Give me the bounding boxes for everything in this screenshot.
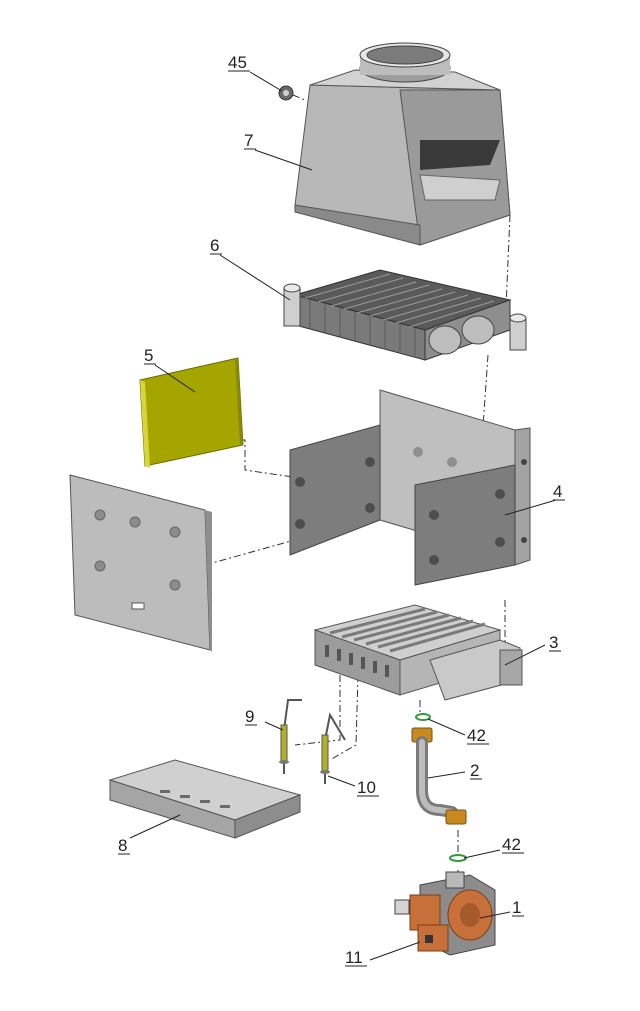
flue-sensor xyxy=(278,85,306,101)
o-ring-lower xyxy=(449,854,467,862)
label-42-lower: 42 xyxy=(502,835,521,854)
label-6: 6 xyxy=(210,236,219,255)
base-tray xyxy=(108,759,302,839)
gas-supply-pipe xyxy=(411,727,467,825)
combustion-chamber xyxy=(289,389,531,586)
label-9: 9 xyxy=(245,707,254,726)
label-5: 5 xyxy=(144,346,153,365)
heat-exchanger xyxy=(283,269,527,361)
gas-valve-coil xyxy=(409,894,449,952)
burner-assembly xyxy=(313,604,523,701)
label-7: 7 xyxy=(244,131,253,150)
ignition-electrode xyxy=(279,699,302,774)
label-4: 4 xyxy=(553,482,562,501)
label-1: 1 xyxy=(512,898,521,917)
label-2: 2 xyxy=(470,761,479,780)
insulation-panel xyxy=(139,357,244,468)
leader-lines xyxy=(129,71,557,961)
label-42-upper: 42 xyxy=(467,726,486,745)
front-cover-panel xyxy=(69,474,212,652)
label-8: 8 xyxy=(118,836,127,855)
o-ring-upper xyxy=(415,713,431,721)
label-10: 10 xyxy=(357,778,376,797)
label-3: 3 xyxy=(549,633,558,652)
flue-hood xyxy=(294,42,511,246)
label-45: 45 xyxy=(228,53,247,72)
part-number-labels: 45 7 6 5 4 3 9 42 2 10 8 42 1 11 xyxy=(118,53,565,967)
ionisation-electrode xyxy=(320,712,346,784)
label-11: 11 xyxy=(345,948,363,967)
